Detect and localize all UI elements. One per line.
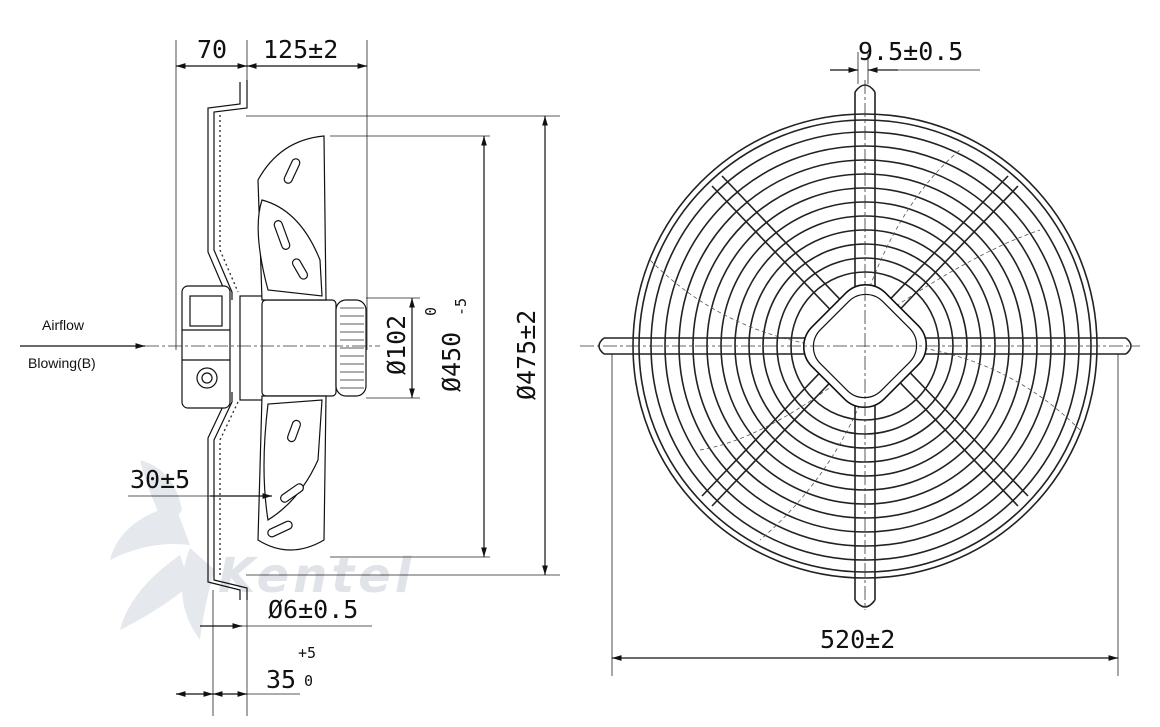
dim-phi6-label: Ø6±0.5 — [268, 595, 358, 624]
fan-blades-side — [257, 135, 327, 551]
dim-phi475-label: Ø475±2 — [512, 310, 541, 400]
airflow-label: Airflow — [42, 317, 85, 333]
dim-125-label: 125±2 — [263, 35, 338, 64]
side-view: 70 125±2 — [20, 35, 560, 716]
dim-phi450-tol-lower: -5 — [452, 298, 470, 316]
hub-fins — [335, 299, 367, 397]
fan-blades-front-hidden — [649, 149, 1081, 541]
dim-9-5-label: 9.5±0.5 — [858, 37, 963, 66]
dim-30-label: 30±5 — [130, 465, 190, 494]
dim-phi102-label: Ø102 — [382, 315, 411, 375]
dim-70-label: 70 — [197, 35, 227, 64]
front-view: 9.5±0.5 — [580, 37, 1140, 676]
dim-phi450-tol-upper: 0 — [422, 307, 440, 316]
dim-35-tol-upper: +5 — [298, 644, 316, 662]
dim-35-label: 35 — [266, 665, 296, 694]
blowing-label: Blowing(B) — [28, 355, 96, 371]
dim-phi450-label: Ø450 — [437, 332, 466, 392]
dim-35-tol-lower: 0 — [304, 672, 313, 690]
dim-520-label: 520±2 — [820, 625, 895, 654]
